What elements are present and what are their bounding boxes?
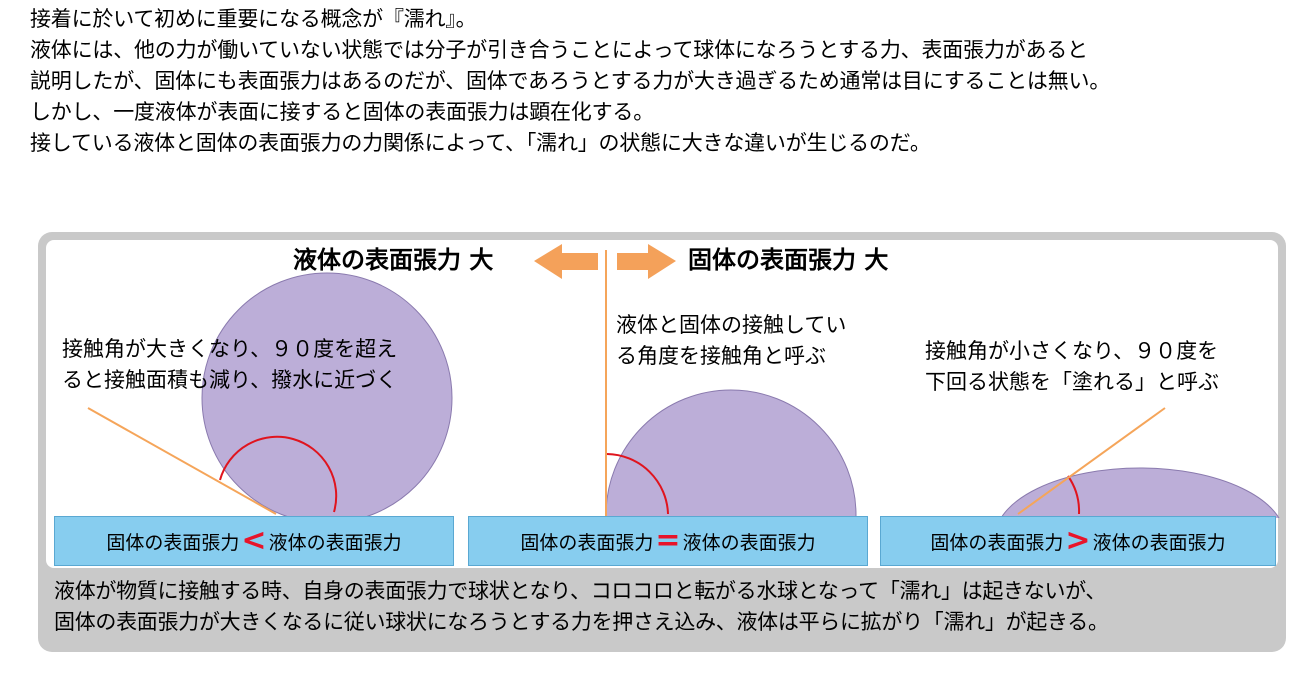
note-line: 接触角が大きくなり、９０度を超え	[62, 337, 398, 361]
contact-angle-arc-left	[219, 435, 338, 513]
equals-symbol: =	[655, 523, 681, 558]
contact-angle-arc-center	[606, 453, 669, 515]
droplet-right-group	[1000, 467, 1280, 518]
surface-label-solid: 固体の表面張力	[520, 531, 654, 554]
note-line: る角度を接触角と呼ぶ	[616, 344, 826, 368]
summary-text: 液体が物質に接触する時、自身の表面張力で球状となり、コロコロと転がる水球となって…	[54, 576, 1286, 638]
arrow-right-icon	[617, 244, 676, 279]
intro-line: 接している液体と固体の表面張力の力関係によって、「濡れ」の状態に大きな違いが生じ…	[30, 131, 931, 155]
note-center: 液体と固体の接触してい る角度を接触角と呼ぶ	[616, 310, 846, 372]
summary-line: 固体の表面張力が大きくなるに従い球状になろうとする力を押さえ込み、液体は平らに拡…	[54, 610, 1109, 634]
droplet-left-group	[201, 272, 453, 518]
surface-box-left: 固体の表面張力 < 液体の表面張力	[54, 516, 454, 566]
note-line: 接触角が小さくなり、９０度を	[925, 339, 1219, 363]
less-than-symbol: <	[241, 523, 267, 558]
note-line: 液体と固体の接触してい	[616, 313, 847, 337]
summary-line: 液体が物質に接触する時、自身の表面張力で球状となり、コロコロと転がる水球となって…	[54, 579, 1107, 603]
arrow-left-icon	[534, 244, 598, 279]
intro-line: 説明したが、固体にも表面張力はあるのだが、固体であろうとする力が大き過ぎるため通…	[30, 69, 1111, 93]
intro-line: 液体には、他の力が働いていない状態では分子が引き合うことによって球体になろうとす…	[30, 38, 1088, 62]
surface-box-center: 固体の表面張力 = 液体の表面張力	[468, 516, 868, 566]
intro-line: しかし、一度液体が表面に接すると固体の表面張力は顕在化する。	[30, 100, 654, 124]
greater-than-symbol: >	[1065, 523, 1091, 558]
surface-box-right: 固体の表面張力 > 液体の表面張力	[880, 516, 1276, 566]
surface-label-liquid: 液体の表面張力	[682, 531, 816, 554]
contact-angle-arc-right	[1067, 475, 1081, 515]
intro-text: 接着に於いて初めに重要になる概念が『濡れ』。 液体には、他の力が働いていない状態…	[30, 4, 1290, 159]
surface-label-solid: 固体の表面張力	[930, 531, 1064, 554]
droplet-left	[201, 272, 453, 518]
note-line: 下回る状態を「塗れる」と呼ぶ	[925, 370, 1219, 394]
heading-solid-tension: 固体の表面張力 大	[688, 246, 889, 274]
tangent-line-right	[1017, 407, 1166, 515]
surface-label-liquid: 液体の表面張力	[1092, 531, 1226, 554]
note-line: ると接触面積も減り、撥水に近づく	[62, 368, 398, 392]
intro-line: 接着に於いて初めに重要になる概念が『濡れ』。	[30, 7, 477, 31]
tangent-line-left	[87, 407, 277, 515]
surface-label-solid: 固体の表面張力	[106, 531, 240, 554]
surface-label-liquid: 液体の表面張力	[268, 531, 402, 554]
heading-liquid-tension: 液体の表面張力 大	[293, 246, 494, 274]
note-right: 接触角が小さくなり、９０度を 下回る状態を「塗れる」と呼ぶ	[925, 336, 1219, 398]
note-left: 接触角が大きくなり、９０度を超え ると接触面積も減り、撥水に近づく	[62, 334, 397, 396]
